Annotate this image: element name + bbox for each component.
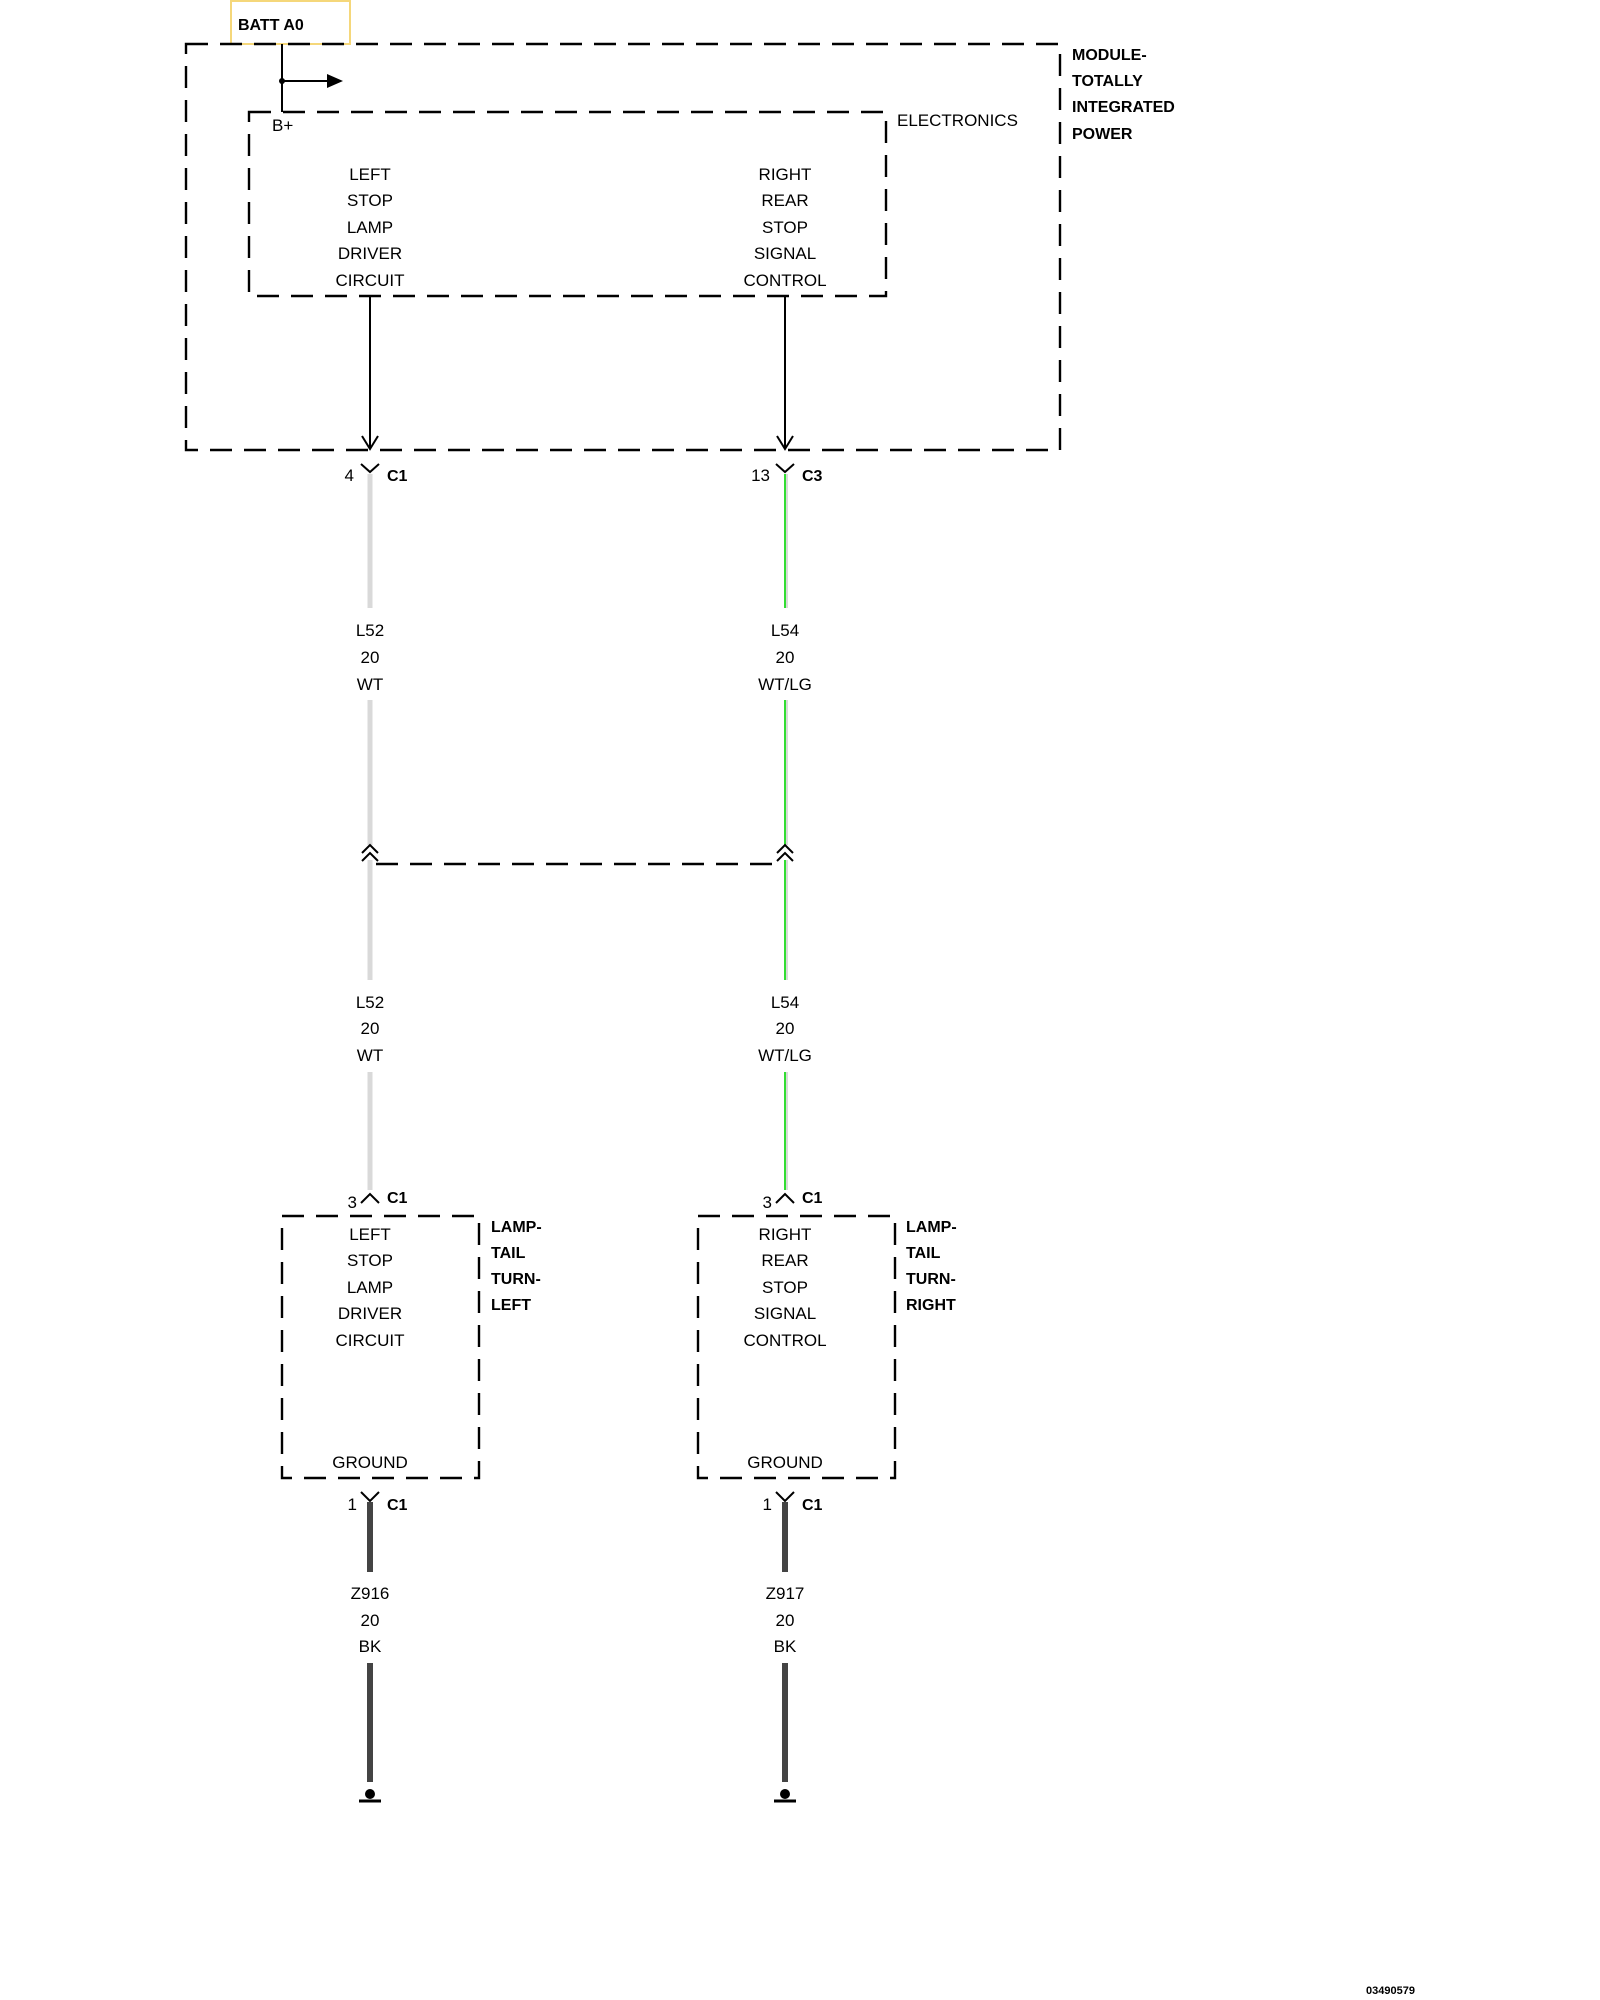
module-left-circuit-line-4: DRIVER <box>338 244 402 263</box>
lamp-right-circuit-line-2: REAR <box>761 1251 808 1270</box>
inline-connector-right-icon[interactable] <box>776 843 794 854</box>
inline-connector-right-icon-lower <box>776 851 794 862</box>
wire-right-lower-circuit: L54 <box>771 993 799 1012</box>
module-right-connector-name: C3 <box>802 468 823 485</box>
wire-right-upper-circuit: L54 <box>771 621 799 640</box>
lamp-left-label-line-4: LEFT <box>491 1297 531 1314</box>
figure-id: 03490579 <box>1366 1985 1415 1997</box>
wire-right-lower-color: WT/LG <box>758 1046 812 1065</box>
inline-connector-left-icon-lower <box>361 851 379 862</box>
module-left-circuit-line-5: CIRCUIT <box>336 271 405 290</box>
batt-label[interactable]: BATT A0 <box>238 17 304 34</box>
lamp-left-label-line-3: TURN- <box>491 1271 541 1288</box>
module-right-circuit-line-2: REAR <box>761 191 808 210</box>
lamp-left-circuit-line-5: CIRCUIT <box>336 1331 405 1350</box>
module-left-connector-name: C1 <box>387 468 408 485</box>
inline-connector-left-icon[interactable] <box>361 843 379 854</box>
wire-right-ground-gauge: 20 <box>776 1611 795 1630</box>
left-output-arrowhead <box>361 435 379 451</box>
wire-left-lower-circuit: L52 <box>356 993 384 1012</box>
lamp-right-ground-connector-name: C1 <box>802 1497 823 1514</box>
electronics-label: ELECTRONICS <box>897 111 1018 130</box>
wire-right-lower-gauge: 20 <box>776 1019 795 1038</box>
batt-highlight <box>230 0 351 45</box>
lamp-right-circuit-line-1: RIGHT <box>759 1225 812 1244</box>
lamp-right-ground-connector-pin: 1 <box>763 1495 772 1514</box>
ground-right-icon <box>774 1789 796 1803</box>
module-left-connector-icon[interactable] <box>360 463 380 474</box>
wire-left-upper-circuit: L52 <box>356 621 384 640</box>
lamp-left-connector-pin: 3 <box>348 1193 357 1212</box>
module-left-circuit-line-2: STOP <box>347 191 393 210</box>
wire-left-ground-circuit: Z916 <box>351 1584 390 1603</box>
lamp-left-ground-connector-name: C1 <box>387 1497 408 1514</box>
module-left-connector-pin: 4 <box>345 466 354 485</box>
module-left-circuit-line-1: LEFT <box>349 165 391 184</box>
module-right-connector-icon[interactable] <box>775 463 795 474</box>
lamp-right-box[interactable] <box>696 1214 897 1480</box>
lamp-left-box[interactable] <box>280 1214 481 1480</box>
module-label-line-3: INTEGRATED <box>1072 99 1175 116</box>
lamp-left-connector-name: C1 <box>387 1190 408 1207</box>
lamp-right-circuit-line-3: STOP <box>762 1278 808 1297</box>
lamp-left-circuit-line-3: LAMP <box>347 1278 393 1297</box>
lamp-right-label-line-3: TURN- <box>906 1271 956 1288</box>
lamp-left-label-line-1: LAMP- <box>491 1219 542 1236</box>
wire-left-ground-gauge: 20 <box>361 1611 380 1630</box>
wire-left-upper-gauge: 20 <box>361 648 380 667</box>
wire-left-upper-color: WT <box>357 675 383 694</box>
lamp-right-label-line-4: RIGHT <box>906 1297 956 1314</box>
lamp-right-label-line-1: LAMP- <box>906 1219 957 1236</box>
lamp-right-connector-name: C1 <box>802 1190 823 1207</box>
b-plus-label: B+ <box>272 116 293 135</box>
wire-left-lower-gauge: 20 <box>361 1019 380 1038</box>
lamp-left-ground-connector-pin: 1 <box>348 1495 357 1514</box>
lamp-left-circuit-line-4: DRIVER <box>338 1304 402 1323</box>
batt-arrow-head <box>327 74 343 88</box>
lamp-left-ground-label: GROUND <box>332 1453 408 1472</box>
wire-left-lower-color: WT <box>357 1046 383 1065</box>
module-label-line-2: TOTALLY <box>1072 73 1143 90</box>
lamp-right-circuit-line-4: SIGNAL <box>754 1304 816 1323</box>
module-tipm-box <box>184 42 1062 452</box>
wire-left-ground-color: BK <box>359 1637 382 1656</box>
module-label-line-1: MODULE- <box>1072 47 1147 64</box>
right-output-arrowhead <box>776 435 794 451</box>
module-right-connector-pin: 13 <box>751 466 770 485</box>
module-right-circuit-line-1: RIGHT <box>759 165 812 184</box>
lamp-right-ground-label: GROUND <box>747 1453 823 1472</box>
lamp-left-circuit-line-2: STOP <box>347 1251 393 1270</box>
lamp-right-connector-pin: 3 <box>763 1193 772 1212</box>
module-label-line-4: POWER <box>1072 126 1133 143</box>
electronics-box <box>247 110 888 298</box>
module-right-circuit-line-3: STOP <box>762 218 808 237</box>
lamp-left-ground-connector-icon[interactable] <box>360 1491 380 1503</box>
lamp-left-connector-icon[interactable] <box>360 1192 380 1204</box>
module-right-circuit-line-5: CONTROL <box>743 271 826 290</box>
lamp-right-connector-icon[interactable] <box>775 1192 795 1204</box>
lamp-right-label-line-2: TAIL <box>906 1245 941 1262</box>
module-left-circuit-line-3: LAMP <box>347 218 393 237</box>
lamp-right-circuit-line-5: CONTROL <box>743 1331 826 1350</box>
wire-right-ground-circuit: Z917 <box>766 1584 805 1603</box>
lamp-right-ground-connector-icon[interactable] <box>775 1491 795 1503</box>
wire-right-ground-color: BK <box>774 1637 797 1656</box>
lamp-left-label-line-2: TAIL <box>491 1245 526 1262</box>
lamp-left-circuit-line-1: LEFT <box>349 1225 391 1244</box>
wire-right-upper-gauge: 20 <box>776 648 795 667</box>
wire-right-upper-color: WT/LG <box>758 675 812 694</box>
module-right-circuit-line-4: SIGNAL <box>754 244 816 263</box>
ground-left-icon <box>359 1789 381 1803</box>
